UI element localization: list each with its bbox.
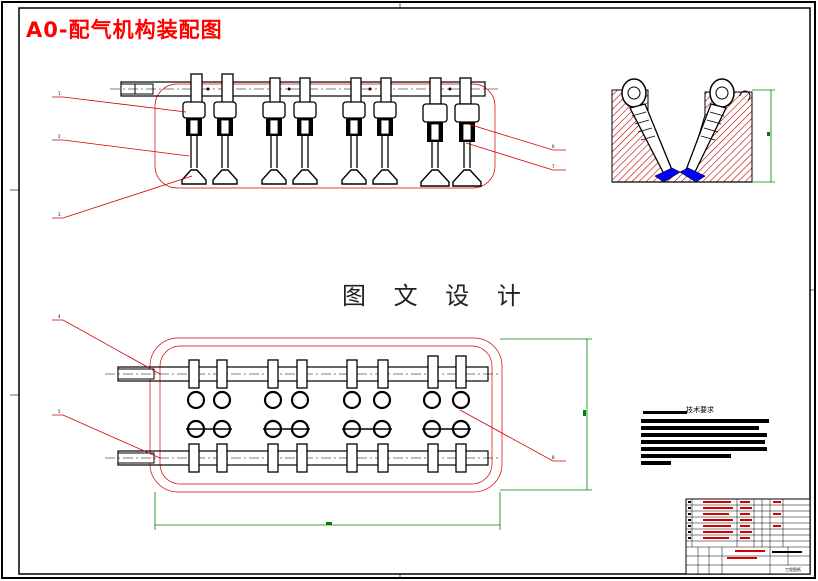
svg-text:1: 1 — [58, 91, 61, 96]
svg-text:8: 8 — [552, 455, 555, 460]
technical-requirements — [641, 411, 769, 465]
svg-text:5: 5 — [58, 409, 61, 414]
svg-text:2: 2 — [58, 134, 61, 139]
bottom-cam-assembly: 4 5 8 — [52, 314, 592, 530]
title-block-name: 工程图纸 — [785, 567, 801, 572]
svg-text:3: 3 — [58, 212, 61, 217]
tech-requirements-title: 技术要求 — [686, 406, 714, 414]
svg-text:4: 4 — [58, 314, 61, 319]
title-block — [685, 498, 811, 575]
drawing-title: A0-配气机构装配图 — [26, 18, 223, 42]
watermark-text: 图 文 设 计 — [342, 282, 531, 310]
svg-text:6: 6 — [552, 144, 555, 149]
section-view — [611, 78, 775, 183]
svg-text:7: 7 — [552, 164, 555, 169]
top-valve-assembly: 1 2 3 6 7 — [52, 73, 566, 219]
